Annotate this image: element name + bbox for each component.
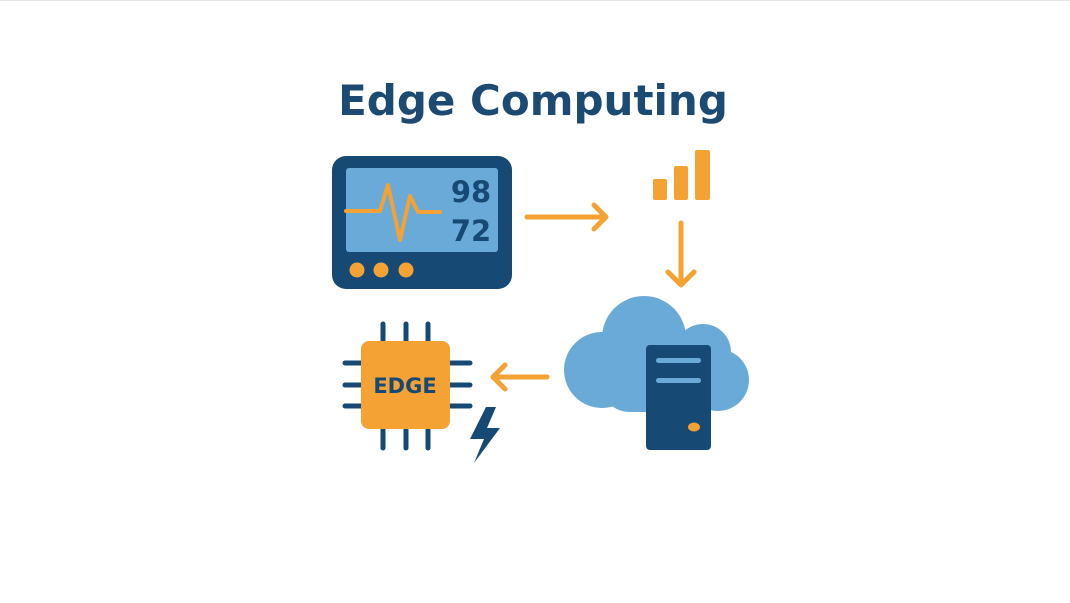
arrow-left-icon xyxy=(490,362,550,392)
arrow-down-icon xyxy=(665,220,697,288)
monitor-icon: 98 72 xyxy=(332,156,512,289)
lightning-icon xyxy=(470,407,500,463)
cloud-server-icon xyxy=(564,296,749,450)
chip-icon: EDGE xyxy=(342,321,473,451)
reading-1: 98 xyxy=(451,175,491,209)
chip-label: EDGE xyxy=(373,374,436,398)
top-border xyxy=(0,0,1070,1)
monitor-button xyxy=(398,262,414,278)
monitor-button xyxy=(349,262,365,278)
signal-bars-icon xyxy=(653,150,710,200)
monitor-button xyxy=(373,262,389,278)
arrow-right-icon xyxy=(524,202,609,232)
diagram-title: Edge Computing xyxy=(338,76,728,125)
reading-2: 72 xyxy=(451,214,491,248)
heartbeat-waveform xyxy=(344,183,442,242)
